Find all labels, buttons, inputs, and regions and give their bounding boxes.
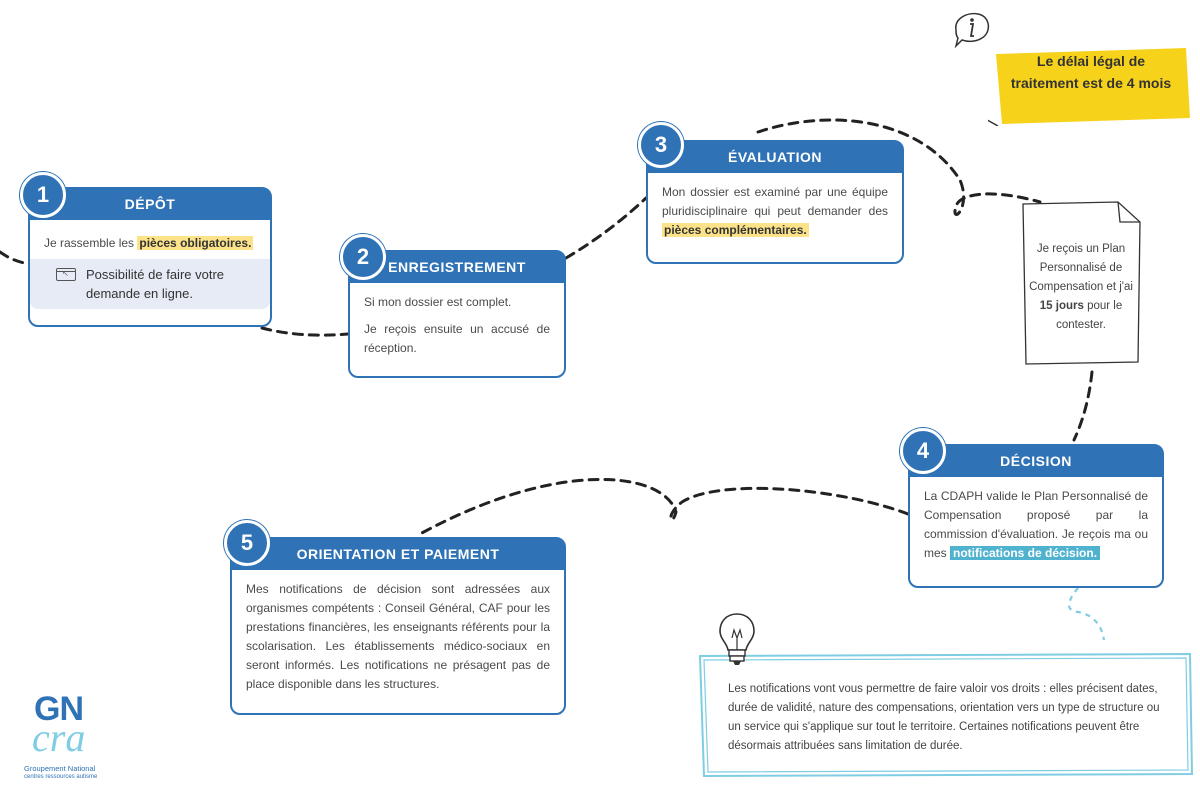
- step-3-highlight: pièces complémentaires.: [662, 223, 809, 237]
- step-5-text: Mes notifications de décision sont adres…: [246, 582, 550, 691]
- step-4-highlight: notifications de décision.: [950, 546, 1101, 560]
- online-note-text: Possibilité de faire votre demande en li…: [86, 267, 225, 301]
- step-1-card: DÉPÔT Je rassemble les pièces obligatoir…: [28, 187, 272, 327]
- path-start: [0, 250, 32, 266]
- step-4-number: 4: [900, 428, 946, 474]
- step-1-text: Je rassemble les pièces obligatoires.: [44, 236, 254, 250]
- step-3-card: ÉVALUATION Mon dossier est examiné par u…: [646, 140, 904, 264]
- path-4-note: [1067, 587, 1106, 641]
- lightbulb-icon: [714, 610, 760, 670]
- info-note-text: Les notifications vont vous permettre de…: [728, 683, 1160, 752]
- step-4-card: DÉCISION La CDAPH valide le Plan Personn…: [908, 444, 1164, 588]
- online-form-icon: [56, 268, 76, 281]
- path-plan-4: [1072, 370, 1094, 442]
- path-1-2: [260, 326, 350, 337]
- step-5-number: 5: [224, 520, 270, 566]
- step-2-number: 2: [340, 234, 386, 280]
- step-4-text: La CDAPH valide le Plan Personnalisé de …: [924, 489, 1148, 560]
- logo-line-2: centres ressources autisme: [24, 774, 98, 780]
- step-5-card: ORIENTATION ET PAIEMENT Mes notification…: [230, 537, 566, 715]
- info-icon: [950, 10, 992, 49]
- step-5-title: ORIENTATION ET PAIEMENT: [231, 538, 565, 570]
- info-note-frame: [698, 652, 1194, 778]
- step-1-number: 1: [20, 172, 66, 218]
- step-1-title: DÉPÔT: [29, 188, 271, 220]
- step-3-number: 3: [638, 122, 684, 168]
- gncra-logo: GN cra Groupement National centres resso…: [24, 690, 116, 786]
- legal-note-shape: [988, 48, 1190, 126]
- info-note: Les notifications vont vous permettre de…: [696, 650, 1196, 780]
- step-2-text-2: Je reçois ensuite un accusé de réception…: [364, 322, 550, 355]
- step-3-title: ÉVALUATION: [647, 141, 903, 173]
- path-4-5: [418, 478, 910, 536]
- plan-document: Je reçois un Plan Personnalisé de Compen…: [1020, 200, 1142, 366]
- path-3-plan: [756, 118, 1042, 216]
- online-note: Possibilité de faire votre demande en li…: [30, 259, 270, 309]
- step-2-card: ENREGISTREMENT Si mon dossier est comple…: [348, 250, 566, 378]
- logo-line-1: Groupement National: [24, 764, 96, 773]
- step-2-text-1: Si mon dossier est complet.: [364, 295, 512, 309]
- path-2-3: [564, 196, 648, 260]
- plan-text: Je reçois un Plan Personnalisé de Compen…: [1029, 243, 1133, 331]
- logo-script: cra: [32, 715, 86, 760]
- step-4-title: DÉCISION: [909, 445, 1163, 477]
- logo-letters: GN: [34, 690, 84, 728]
- document-outline: [1022, 201, 1141, 365]
- step-3-text: Mon dossier est examiné par une équipe p…: [662, 185, 888, 237]
- step-1-highlight: pièces obligatoires.: [137, 236, 254, 250]
